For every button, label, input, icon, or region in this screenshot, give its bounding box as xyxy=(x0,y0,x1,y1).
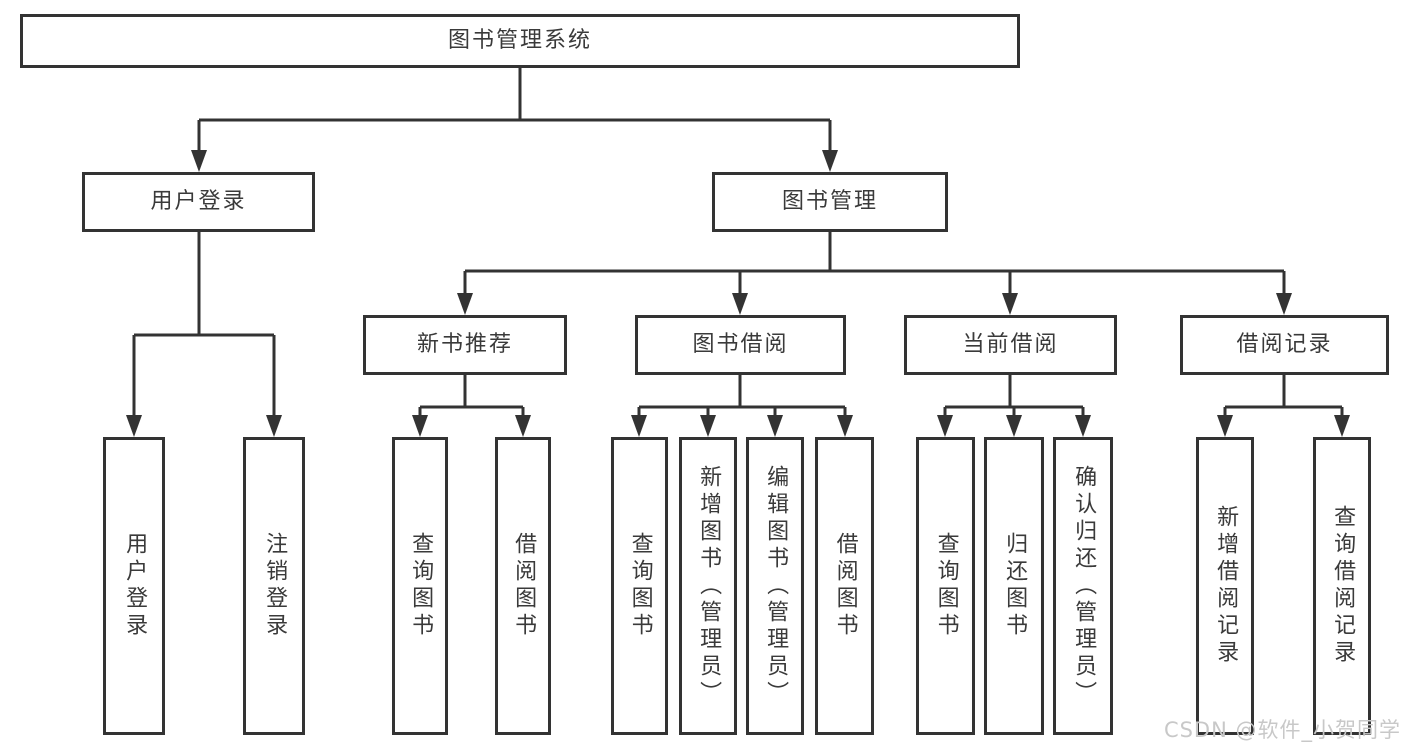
node-label: 借阅记录 xyxy=(1236,332,1333,357)
connector-book-management-children xyxy=(457,232,1292,315)
node-label: 查询图书 xyxy=(627,532,653,640)
node-label: 图书管理系统 xyxy=(447,28,592,53)
node-label: 注销登录 xyxy=(262,532,288,640)
node-label: 新增借阅记录 xyxy=(1213,505,1239,667)
node-label: 查询借阅记录 xyxy=(1330,505,1356,667)
node-label: 归还图书 xyxy=(1002,532,1028,640)
node-leaf-query-borrow-record: 查询借阅记录 xyxy=(1313,437,1371,735)
node-leaf-query-books: 查询图书 xyxy=(916,437,975,735)
node-leaf-return-book: 归还图书 xyxy=(984,437,1044,735)
connector-user-login-children xyxy=(126,232,282,437)
node-label: 查询图书 xyxy=(408,532,434,640)
node-label: 借阅图书 xyxy=(832,532,858,640)
node-leaf-query-books: 查询图书 xyxy=(611,437,668,735)
node-leaf-user-login: 用户登录 xyxy=(103,437,165,735)
node-leaf-add-borrow-record: 新增借阅记录 xyxy=(1196,437,1254,735)
node-leaf-edit-book-admin: 编辑图书（管理员） xyxy=(746,437,804,735)
node-leaf-add-book-admin: 新增图书（管理员） xyxy=(679,437,737,735)
node-leaf-borrow-books: 借阅图书 xyxy=(815,437,874,735)
node-label: 用户登录 xyxy=(150,189,247,214)
node-label: 新书推荐 xyxy=(416,332,513,357)
node-current-borrowing: 当前借阅 xyxy=(904,315,1117,375)
node-label: 新增图书（管理员） xyxy=(696,464,722,708)
node-label: 查询图书 xyxy=(933,532,959,640)
node-root-system: 图书管理系统 xyxy=(20,14,1020,68)
node-label: 当前借阅 xyxy=(962,332,1059,357)
node-user-login: 用户登录 xyxy=(82,172,315,232)
connector-borrowing-records-children xyxy=(1217,375,1350,437)
node-label: 借阅图书 xyxy=(511,532,537,640)
node-label: 图书借阅 xyxy=(692,332,789,357)
node-leaf-confirm-return-admin: 确认归还（管理员） xyxy=(1053,437,1113,735)
node-new-book-recommend: 新书推荐 xyxy=(363,315,567,375)
connector-new-book-recommend-children xyxy=(412,375,531,437)
connector-book-borrowing-children xyxy=(631,375,853,437)
node-book-borrowing: 图书借阅 xyxy=(635,315,846,375)
node-leaf-logout: 注销登录 xyxy=(243,437,305,735)
node-leaf-query-books: 查询图书 xyxy=(392,437,448,735)
node-book-management: 图书管理 xyxy=(712,172,948,232)
connector-current-borrowing-children xyxy=(937,375,1091,437)
node-label: 图书管理 xyxy=(781,189,878,214)
node-leaf-borrow-books: 借阅图书 xyxy=(495,437,551,735)
node-borrowing-records: 借阅记录 xyxy=(1180,315,1389,375)
connector-root-to-level2 xyxy=(191,68,838,172)
node-label: 确认归还（管理员） xyxy=(1071,464,1097,708)
node-label: 用户登录 xyxy=(122,532,148,640)
node-label: 编辑图书（管理员） xyxy=(763,464,789,708)
csdn-watermark: CSDN @软件_小贺同学 xyxy=(1163,718,1401,742)
